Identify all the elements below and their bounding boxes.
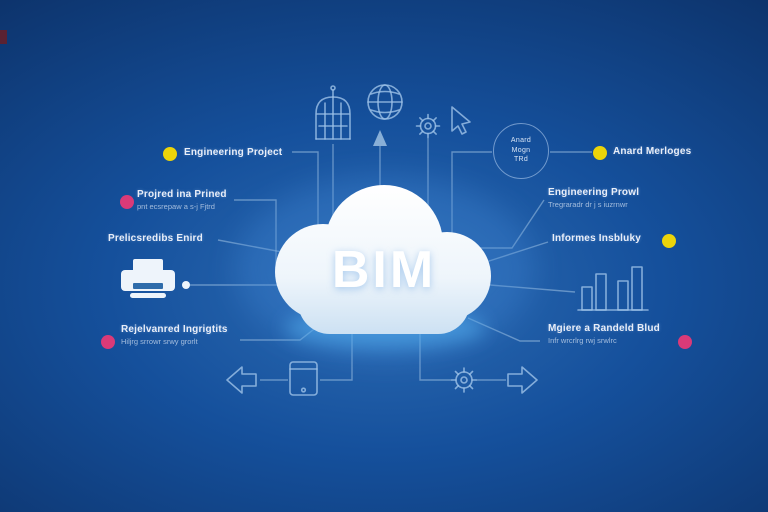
cloud-title: BIM: [331, 241, 437, 299]
badge-line: TRd: [513, 156, 529, 164]
pink-dot-projred: [120, 195, 134, 209]
label-subtext: Tregraradr dr j s iuzrnwr: [548, 200, 628, 209]
label-subtext: Hiljrg srrowr srwy grorlt: [121, 337, 198, 346]
yellow-dot-informes: [662, 234, 676, 248]
label-prelicsredibs: Prelicsredibs Enird: [108, 233, 203, 244]
label-title: Engineering Project: [184, 147, 283, 158]
label-projred: Projred ina Prined pnt ecsrepaw a s-j Fj…: [137, 189, 227, 211]
label-rejelvanred: Rejelvanred Ingrigtits Hiljrg srrowr srw…: [121, 324, 228, 346]
label-informes: Informes Insbluky: [552, 233, 641, 244]
gear-icon-top: [415, 113, 441, 139]
gear-icon-bottom: [451, 367, 477, 393]
label-title: Rejelvanred Ingrigtits: [121, 324, 228, 335]
yellow-dot-anard: [593, 146, 607, 160]
label-mgiere: Mgiere a Randeld Blud Infr wrcrlrg rwj s…: [548, 323, 660, 345]
bar-chart-icon: [577, 266, 649, 311]
white-connector-dot: [182, 281, 190, 289]
label-subtext: pnt ecsrepaw a s-j Fjtrd: [137, 202, 215, 211]
globe-icon: [367, 84, 403, 120]
label-anard-merloges: Anard Merloges: [613, 146, 691, 157]
arrow-up-icon: [373, 130, 387, 146]
badge-line: Anard: [510, 136, 532, 144]
label-title: Prelicsredibs Enird: [108, 233, 203, 244]
cursor-arrow-icon: [451, 106, 471, 135]
label-title: Informes Insbluky: [552, 233, 641, 244]
yellow-dot-engineering-project: [163, 147, 177, 161]
circle-badge: Anard Mogn TRd: [493, 123, 549, 179]
dome-structure-icon: [315, 85, 351, 140]
arrow-right-icon: [507, 366, 538, 394]
pink-dot-rejelvanred: [101, 335, 115, 349]
label-title: Anard Merloges: [613, 146, 692, 157]
label-engineering-prowl: Engineering Prowl Tregraradr dr j s iuzr…: [548, 187, 639, 209]
bim-cloud: [275, 185, 491, 334]
edge-artifact: [0, 30, 7, 44]
label-engineering-project: Engineering Project: [184, 147, 282, 158]
pink-dot-mgiere: [678, 335, 692, 349]
label-subtext: Infr wrcrlrg rwj srwlrc: [548, 336, 617, 345]
arrow-left-icon: [226, 366, 257, 394]
label-title: Projred ina Prined: [137, 189, 227, 200]
label-title: Engineering Prowl: [548, 187, 640, 198]
tablet-icon: [289, 361, 318, 396]
label-title: Mgiere a Randeld Blud: [548, 323, 660, 334]
badge-line: Mogn: [511, 146, 531, 154]
printer-icon: [121, 259, 175, 298]
